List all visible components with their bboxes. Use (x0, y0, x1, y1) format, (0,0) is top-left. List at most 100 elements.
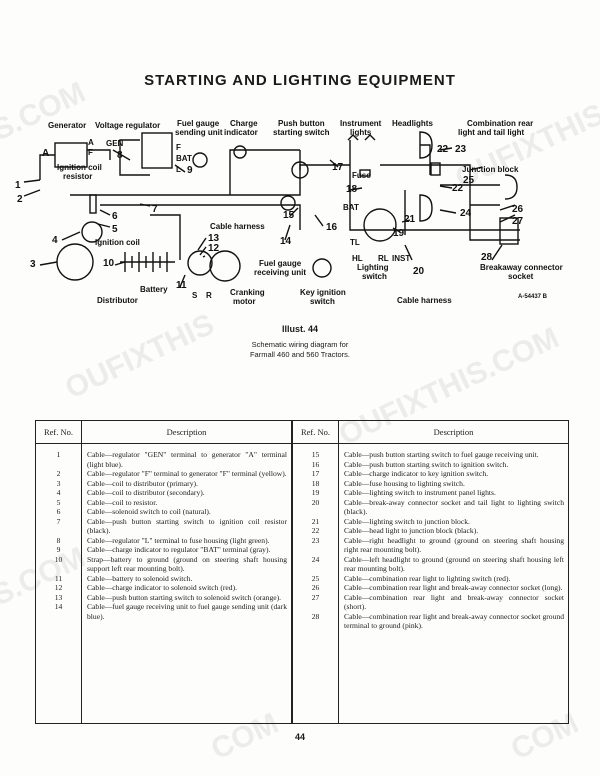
row-ref-number: 25 (311, 573, 320, 583)
caption-line-1: Schematic wiring diagram for (251, 340, 349, 349)
row-ref-number: 20 (311, 497, 320, 507)
row-ref-number: 27 (311, 592, 320, 602)
label-battery: Battery (140, 285, 168, 294)
table-row: 14 Cable—fuel gauge receiving unit to fue… (36, 602, 291, 621)
row-description: Cable—break-away connector socket and ta… (344, 497, 564, 517)
label-tl: TL (350, 238, 360, 247)
row-ref-number: 1 (56, 450, 61, 459)
ref-num: 17 (332, 162, 344, 173)
table-header: Ref. No. Description (36, 421, 291, 444)
ref-num: 15 (283, 210, 295, 221)
label-distributor: Distributor (97, 296, 138, 305)
row-ref-number: 17 (311, 469, 320, 478)
label-motor: motor (233, 297, 256, 306)
label-gen: GEN (106, 139, 124, 148)
table-row: 25 Cable—combination rear light to lighti… (293, 574, 568, 584)
row-ref-number: 19 (311, 488, 320, 497)
row-ref-number: 8 (56, 535, 61, 545)
row-description: Cable—lighting switch to instrument pane… (344, 488, 496, 497)
ref-num: 5 (112, 224, 118, 235)
ref-num: 25 (463, 175, 475, 186)
table-row: 20 Cable—break-away connector socket and … (293, 498, 568, 517)
label-lighting-switch: switch (362, 272, 387, 281)
label-fuel-gauge-sending-2: sending unit (175, 128, 223, 137)
label-key-ignition: Key ignition (300, 288, 346, 297)
row-ref-number: 7 (56, 516, 61, 526)
label-f-reg: F (176, 143, 181, 152)
row-ref-number: 28 (311, 611, 320, 621)
label-starting-switch: starting switch (273, 128, 330, 137)
ref-num: 26 (512, 204, 524, 215)
row-description: Cable—combination rear light to lighting… (344, 573, 511, 583)
table-row: 9 Cable—charge indicator to regulator "BA… (36, 545, 291, 555)
row-description: Cable—charge indicator to regulator "BAT… (87, 545, 271, 554)
table-header: Ref. No. Description (293, 421, 568, 444)
label-fuel-gauge-sending: Fuel gauge (177, 119, 220, 128)
row-ref-number: 26 (311, 583, 320, 592)
row-description: Cable—fuel gauge receiving unit to fuel … (87, 602, 287, 621)
ref-num: 2 (17, 194, 23, 205)
ref-num: 1 (15, 180, 21, 191)
row-ref-number: 13 (54, 592, 63, 602)
row-ref-number: 2 (56, 469, 61, 478)
table-row: 27 Cable—combination rear light and break… (293, 593, 568, 612)
label-ignition-coil-resistor: Ignition coil (57, 163, 102, 172)
row-ref-number: 9 (56, 545, 61, 554)
label-receiving-unit: receiving unit (254, 268, 306, 277)
row-ref-number: 14 (54, 602, 63, 611)
row-description: Cable—fuse housing to lighting switch. (344, 478, 465, 488)
ref-num: 21 (404, 214, 416, 225)
ref-num: 10 (103, 258, 115, 269)
label-socket: socket (508, 272, 534, 281)
row-description: Cable—solenoid switch to coil (natural). (87, 507, 211, 516)
ref-num: 14 (280, 236, 292, 247)
label-cable-harness-2: Cable harness (397, 296, 452, 305)
row-ref-number: 6 (56, 507, 61, 516)
ref-num: 27 (512, 216, 524, 227)
label-instrument: Instrument (340, 119, 382, 128)
row-ref-number: 24 (311, 554, 320, 564)
row-ref-number: 22 (311, 526, 320, 535)
row-ref-number: 11 (54, 573, 63, 583)
ref-num: 11 (176, 280, 187, 291)
ref-num: 8 (117, 150, 123, 161)
ref-num: 20 (413, 266, 425, 277)
ref-num: 22 (452, 183, 464, 194)
column-divider (338, 443, 339, 723)
ref-num: 28 (481, 252, 493, 263)
row-description: Cable—push button starting switch to ign… (344, 459, 509, 469)
ref-num: 4 (52, 235, 58, 246)
row-description: Cable—charge indicator to solenoid switc… (87, 583, 238, 592)
ref-num: 23 (455, 144, 467, 155)
row-description: Cable—right headlight to ground (ground … (344, 535, 564, 555)
ref-num: 22 (437, 144, 449, 155)
column-divider (81, 443, 82, 723)
ref-num: 9 (187, 165, 193, 176)
label-headlights: Headlights (392, 119, 433, 128)
row-description: Cable—combination rear light and break-a… (344, 592, 564, 612)
row-ref-number: 21 (311, 516, 320, 526)
table-row: 19 Cable—lighting switch to instrument pa… (293, 488, 568, 498)
header-ref: Ref. No. (293, 421, 339, 443)
label-indicator: indicator (224, 128, 258, 137)
